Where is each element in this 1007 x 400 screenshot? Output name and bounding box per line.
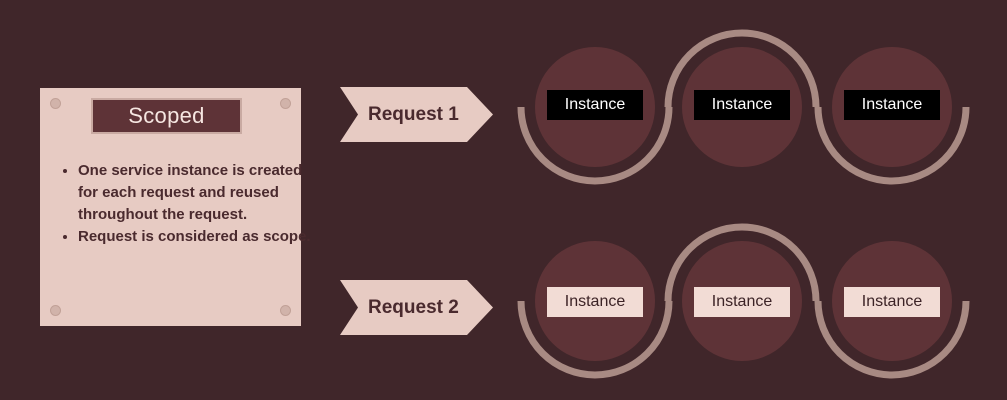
ring-arc xyxy=(814,106,970,185)
instance-label: Instance xyxy=(844,90,940,120)
pin-icon xyxy=(280,305,291,316)
pin-icon xyxy=(280,98,291,109)
ring-arc xyxy=(664,29,820,108)
row-1-rings xyxy=(517,29,970,185)
instance-label: Instance xyxy=(844,287,940,317)
card-title: Scoped xyxy=(91,98,242,134)
pin-icon xyxy=(50,305,61,316)
ring-arc xyxy=(814,300,970,379)
ring-arc xyxy=(664,223,820,302)
bullet-list: One service instance is created for each… xyxy=(60,160,313,248)
request-1-label: Request 1 xyxy=(368,103,459,125)
instance-label: Instance xyxy=(694,90,790,120)
bullet-item: One service instance is created for each… xyxy=(78,160,313,226)
instance-label: Instance xyxy=(547,287,643,317)
instance-label: Instance xyxy=(547,90,643,120)
instance-label: Instance xyxy=(694,287,790,317)
ring-arc xyxy=(517,106,673,185)
pin-icon xyxy=(50,98,61,109)
ring-arc xyxy=(517,300,673,379)
request-2-label: Request 2 xyxy=(368,296,459,318)
request-2-arrow: Request 2 xyxy=(340,280,493,335)
bullet-item: Request is considered as scope. xyxy=(78,226,313,248)
scoped-card: Scoped One service instance is created f… xyxy=(40,88,311,326)
request-1-arrow: Request 1 xyxy=(340,87,493,142)
